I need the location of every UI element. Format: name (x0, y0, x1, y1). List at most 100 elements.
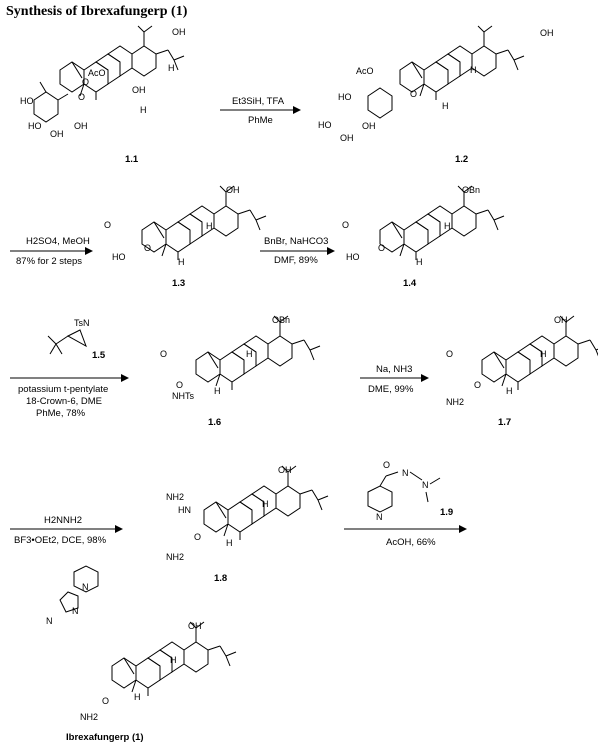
svg-text:N: N (422, 480, 429, 490)
compound-label-1-1: 1.1 (125, 154, 139, 165)
svg-text:OBn: OBn (462, 185, 480, 195)
compound-1-1-structure: AcO O OH H H OH HO HO OH OH O (20, 25, 186, 139)
step4-additive: 18-Crown-6, DME (26, 396, 102, 407)
svg-text:O: O (446, 349, 453, 359)
svg-text:OH: OH (362, 121, 376, 131)
svg-text:N: N (402, 468, 409, 478)
svg-text:OH: OH (226, 185, 240, 195)
svg-text:O: O (82, 77, 89, 87)
svg-text:O: O (104, 220, 111, 230)
step3-yield: DMF, 89% (274, 255, 318, 266)
svg-text:HO: HO (28, 121, 42, 131)
svg-text:H: H (470, 65, 477, 75)
svg-text:NH2: NH2 (446, 397, 464, 407)
svg-text:O: O (474, 380, 481, 390)
svg-text:N: N (46, 616, 53, 626)
step6-yield: BF3•OEt2, DCE, 98% (14, 535, 107, 546)
compound-label-1-7: 1.7 (498, 417, 511, 428)
svg-text:NH2: NH2 (166, 552, 184, 562)
svg-text:O: O (378, 243, 385, 253)
svg-text:OH: OH (74, 121, 88, 131)
svg-text:H: H (444, 221, 451, 231)
svg-text:O: O (410, 89, 417, 99)
svg-text:O: O (342, 220, 349, 230)
svg-text:H: H (416, 257, 423, 267)
compound-1-9-structure: N O N N (367, 460, 441, 522)
svg-text:OH: OH (172, 27, 186, 37)
compound-1-6-structure: O O NHTs H H OBn (160, 315, 321, 401)
svg-text:O: O (194, 532, 201, 542)
page-title: Synthesis of Ibrexafungerp (1) (6, 4, 188, 19)
svg-text:H: H (134, 692, 141, 702)
svg-text:H: H (442, 101, 449, 111)
compound-label-1-5: 1.5 (92, 350, 106, 361)
step5-yield: DME, 99% (368, 384, 414, 395)
svg-text:O: O (176, 380, 183, 390)
compound-1-2-structure: AcO O H H OH HO HO OH OH (318, 25, 554, 143)
svg-text:OBn: OBn (272, 315, 290, 325)
svg-text:HO: HO (338, 92, 352, 102)
compound-1-7-structure: O O NH2 H H OH (446, 315, 598, 407)
svg-text:N: N (82, 582, 89, 592)
svg-text:N: N (72, 606, 79, 616)
step5-reagents: Na, NH3 (376, 364, 412, 375)
svg-text:OH: OH (540, 28, 554, 38)
svg-text:H: H (140, 105, 147, 115)
compound-label-1-4: 1.4 (403, 278, 417, 289)
svg-text:H: H (540, 349, 547, 359)
step2-reagents: H2SO4, MeOH (26, 236, 90, 247)
step7-reagents: AcOH, 66% (386, 537, 436, 548)
svg-text:AcO: AcO (356, 66, 374, 76)
svg-text:H: H (168, 63, 175, 73)
compound-1-8-structure: NH2 HN O NH2 H H OH (166, 465, 329, 562)
svg-text:O: O (383, 460, 390, 470)
svg-text:OH: OH (554, 315, 568, 325)
svg-text:O: O (144, 243, 151, 253)
compound-label-1-2: 1.2 (455, 154, 468, 165)
svg-text:OH: OH (340, 133, 354, 143)
svg-text:H: H (206, 221, 213, 231)
svg-text:NHTs: NHTs (172, 391, 194, 401)
svg-text:O: O (160, 349, 167, 359)
svg-text:H: H (246, 349, 253, 359)
compound-label-1-9: 1.9 (440, 507, 453, 518)
step4-base: potassium t-pentylate (18, 384, 108, 395)
svg-text:H: H (178, 257, 185, 267)
step1-solvent: PhMe (248, 115, 273, 126)
svg-text:H: H (214, 386, 221, 396)
svg-text:H: H (262, 499, 269, 509)
svg-text:NH2: NH2 (166, 492, 184, 502)
svg-text:HO: HO (346, 252, 360, 262)
compound-label-1-8: 1.8 (214, 573, 227, 584)
svg-text:OH: OH (132, 85, 146, 95)
svg-text:TsN: TsN (74, 318, 90, 328)
svg-text:HO: HO (20, 96, 34, 106)
compound-1-3-structure: O HO O H H OH (104, 185, 267, 267)
step4-yield: PhMe, 78% (36, 408, 86, 419)
svg-text:H: H (506, 386, 513, 396)
svg-text:OH: OH (188, 621, 202, 631)
step3-reagents: BnBr, NaHCO3 (264, 236, 328, 247)
svg-text:H: H (226, 538, 233, 548)
svg-text:HO: HO (112, 252, 126, 262)
svg-text:OH: OH (278, 465, 292, 475)
compound-label-ibrexafungerp: Ibrexafungerp (1) (66, 732, 144, 743)
step1-reagents: Et3SiH, TFA (232, 96, 285, 107)
compound-1-5-structure: TsN (47, 318, 90, 355)
svg-text:N: N (376, 512, 383, 522)
svg-text:HO: HO (318, 120, 332, 130)
step2-yield: 87% for 2 steps (16, 256, 82, 267)
svg-text:O: O (78, 92, 85, 102)
svg-text:NH2: NH2 (80, 712, 98, 722)
svg-text:H: H (170, 655, 177, 665)
compound-label-1-3: 1.3 (172, 278, 185, 289)
svg-text:HN: HN (178, 505, 191, 515)
svg-text:OH: OH (50, 129, 64, 139)
svg-text:AcO: AcO (88, 68, 106, 78)
svg-text:O: O (102, 696, 109, 706)
ibrexafungerp-structure: N N N O NH2 H H OH (46, 565, 237, 722)
compound-1-4-structure: O HO O H H OBn (342, 185, 505, 267)
compound-label-1-6: 1.6 (208, 417, 221, 428)
step6-reagents: H2NNH2 (44, 515, 82, 526)
